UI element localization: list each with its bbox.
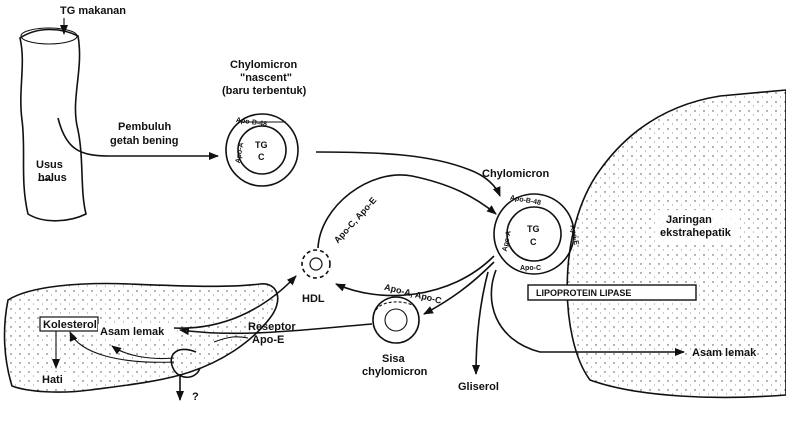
nascent-apo-a: Apo-A [235, 142, 246, 164]
hdl-particle [302, 250, 330, 278]
kolesterol-label: Kolesterol [43, 319, 97, 331]
nascent-paren: (baru terbentuk) [222, 85, 307, 97]
nascent-to-chylo-arrow [316, 152, 500, 196]
nascent-apo-b48: Apo-B-48 [236, 117, 268, 128]
question-label: ? [192, 391, 199, 403]
intestine [20, 28, 86, 221]
ekstrahepatik-label: ekstrahepatik [660, 227, 732, 239]
chylo-apo-b48: Apo-B-48 [509, 195, 541, 207]
nascent-c: C [258, 152, 265, 162]
chylo-tg: TG [527, 224, 540, 234]
usus-label: Usus [36, 159, 63, 171]
reseptor-label: Reseptor [248, 321, 296, 333]
asam-lemak-liver-label: Asam lemak [100, 326, 165, 338]
jaringan-label: Jaringan [666, 214, 712, 226]
chylo-apo-c: Apo-C [520, 265, 541, 272]
chylomicron-label: Chylomicron [482, 168, 550, 180]
gliserol-arrow [476, 272, 488, 374]
apo-ac-label: Apo-A, Apo-C [383, 282, 443, 306]
sisa-chylomicron-label: chylomicron [362, 366, 428, 378]
asam-lemak-right-label: Asam lemak [692, 347, 757, 359]
lipoprotein-lipase-label: LIPOPROTEIN LIPASE [536, 288, 631, 298]
nascent-title: Chylomicron [230, 59, 298, 71]
nascent-quote: "nascent" [240, 72, 292, 84]
hati-label: Hati [42, 374, 63, 386]
sisa-label: Sisa [382, 353, 406, 365]
hdl-label: HDL [302, 293, 325, 305]
chylo-c: C [530, 237, 537, 247]
tg-makanan-label: TG makanan [60, 5, 126, 17]
pembuluh-label: Pembuluh [118, 121, 171, 133]
getah-bening-label: getah bening [110, 135, 178, 147]
halus-label: halus [38, 172, 67, 184]
nascent-tg: TG [255, 140, 268, 150]
apo-e-label: Apo-E [252, 334, 284, 346]
remnant-chylomicron [373, 297, 419, 343]
gliserol-label: Gliserol [458, 381, 499, 393]
